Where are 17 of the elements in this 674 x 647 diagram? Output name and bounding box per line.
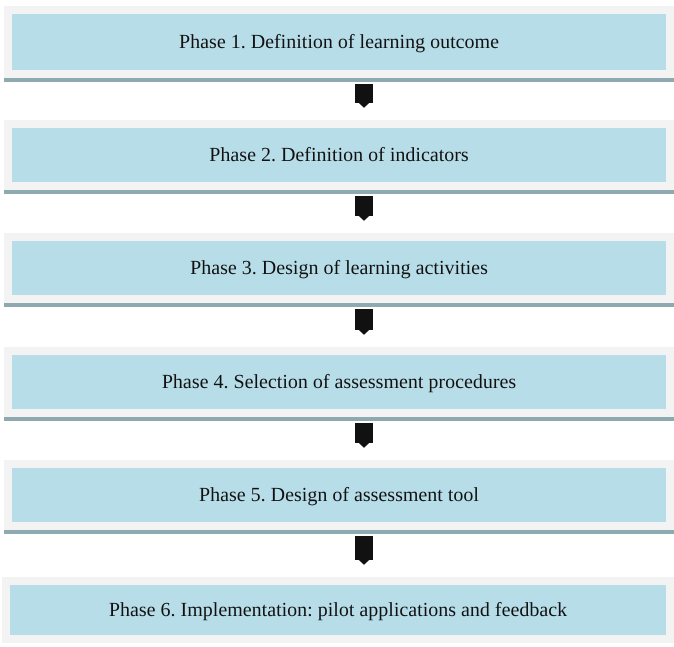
phase-label: Phase 4. Selection of assessment procedures [162, 370, 516, 394]
phase-label: Phase 6. Implementation: pilot applications and feedback [108, 598, 568, 622]
phase-label: Phase 2. Definition of indicators [209, 142, 469, 168]
phase-label: Phase 1. Definition of learning outcome [179, 30, 499, 54]
phase-box [4, 233, 674, 307]
phase-box [4, 6, 674, 82]
phase-label: Phase 5. Design of assessment tool [199, 482, 479, 508]
phase-box [4, 347, 674, 421]
block-arrow [355, 84, 373, 108]
phase-label: Phase 3. Design of learning activities [190, 256, 488, 280]
phase-box [4, 460, 674, 534]
block-arrow [355, 536, 373, 565]
phase-box [2, 577, 674, 643]
block-arrow [355, 423, 373, 448]
block-arrow [355, 196, 373, 221]
block-arrow [355, 309, 373, 335]
phase-box [4, 120, 674, 194]
